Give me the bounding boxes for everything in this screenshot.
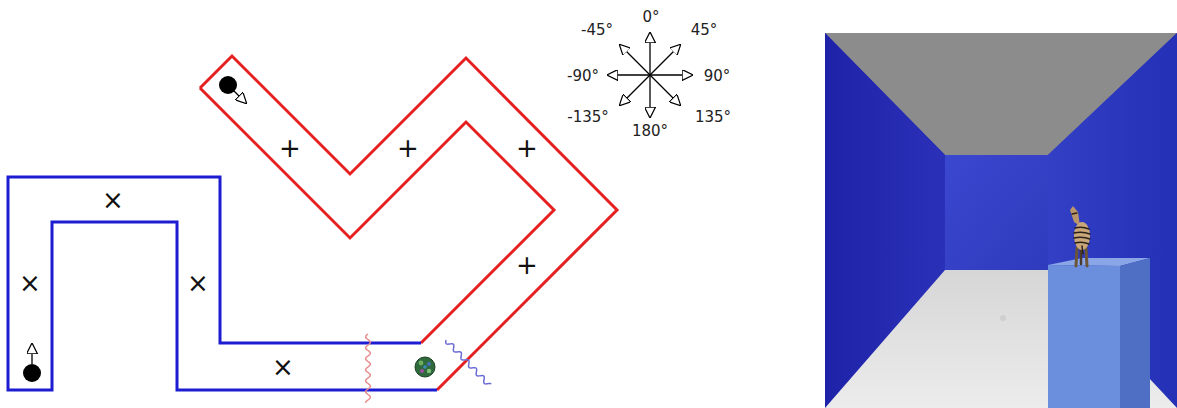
- zebra-figure: [1070, 206, 1090, 266]
- angle-label: 180°: [632, 124, 668, 139]
- object-icon: [415, 357, 435, 377]
- red-wavy-boundary: [366, 334, 371, 403]
- cross-marker: ×: [19, 270, 41, 296]
- compass-arrow: [620, 75, 650, 105]
- zebra-leg: [1076, 248, 1077, 266]
- zebra-head: [1070, 206, 1080, 226]
- blue-corridor: [8, 177, 437, 390]
- object-spot: [427, 369, 431, 373]
- render-right-wall: [1048, 33, 1177, 408]
- object-ball: [415, 357, 435, 377]
- compass-arrow: [649, 33, 650, 75]
- pedestal-side: [1120, 258, 1150, 408]
- zebra-stripe: [1075, 227, 1089, 229]
- zebra-tail: [1082, 246, 1083, 254]
- compass-rose: [608, 33, 692, 117]
- compass-arrow: [650, 74, 692, 75]
- compass-arrow: [608, 74, 650, 75]
- angle-label: -135°: [567, 110, 609, 125]
- heading-arrow: [31, 344, 32, 364]
- pedestal-front: [1048, 265, 1120, 408]
- angle-label: 45°: [691, 23, 718, 38]
- compass-arrow: [650, 45, 680, 75]
- zebra-stripe: [1072, 213, 1077, 214]
- object-spot: [427, 362, 431, 366]
- plus-marker: +: [279, 135, 301, 161]
- object-spot: [419, 361, 424, 366]
- zebra-leg: [1086, 248, 1087, 266]
- blue-wall: [8, 177, 437, 390]
- object-spot: [420, 369, 424, 373]
- corridor-render: [825, 33, 1177, 408]
- compass-arrow: [649, 75, 650, 117]
- angle-label: -45°: [581, 23, 613, 38]
- red-wall: [200, 56, 617, 390]
- zebra-leg: [1080, 249, 1083, 264]
- red-wall: [200, 88, 554, 343]
- compass-arrow: [650, 75, 680, 105]
- end-marker: [23, 344, 41, 382]
- zebra-stripe: [1075, 242, 1089, 244]
- compass-arrow: [620, 45, 650, 75]
- floor-spot: [1000, 315, 1006, 321]
- plus-marker: +: [516, 252, 538, 278]
- angle-label: 0°: [642, 10, 659, 25]
- angle-label: 135°: [695, 110, 731, 125]
- zebra-stripe: [1074, 237, 1090, 239]
- heading-arrow: [234, 91, 246, 103]
- render-frame: [825, 33, 1177, 408]
- blue-wavy-boundary: [446, 340, 492, 384]
- render-back-wall: [945, 155, 1048, 270]
- plus-marker: +: [397, 135, 419, 161]
- plus-marker: +: [516, 135, 538, 161]
- red-corridor: [200, 56, 617, 390]
- position-dot: [23, 364, 41, 382]
- angle-label: -90°: [567, 69, 599, 84]
- cross-marker: ×: [187, 270, 209, 296]
- cross-marker: ×: [272, 354, 294, 380]
- start-marker: [219, 76, 246, 103]
- angle-label: 90°: [704, 69, 731, 84]
- object-spot: [423, 365, 427, 369]
- cross-marker: ×: [102, 187, 124, 213]
- zebra-stripe: [1074, 232, 1090, 234]
